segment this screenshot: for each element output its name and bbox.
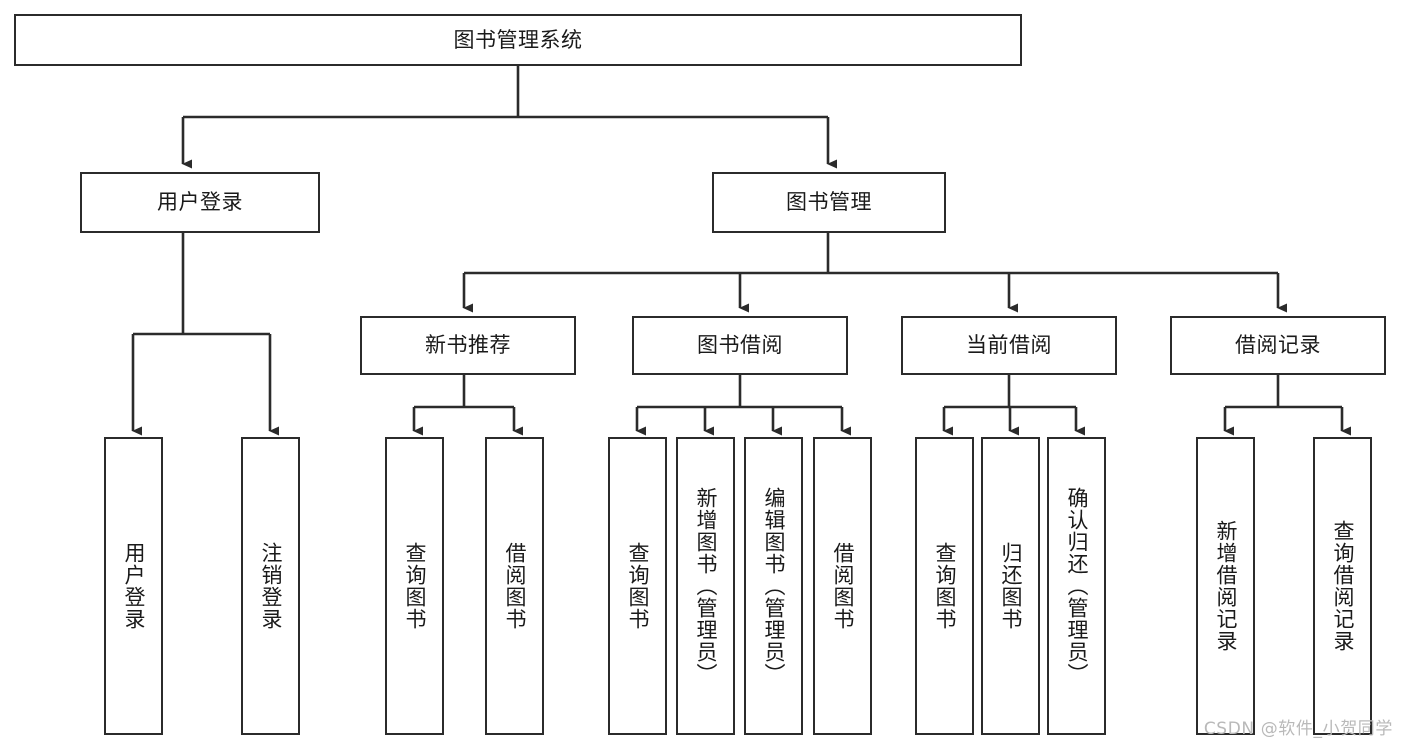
leaf-logout-login[interactable]: 注销登录 [241, 437, 300, 735]
leaf-query-book-2-label: 查询图书 [625, 542, 650, 630]
leaf-query-book-2[interactable]: 查询图书 [608, 437, 667, 735]
csdn-watermark: CSDN @软件_小贺同学 [1203, 719, 1393, 739]
leaf-user-login-label: 用户登录 [121, 542, 146, 630]
leaf-borrow-book-2-label: 借阅图书 [830, 542, 855, 630]
leaf-add-borrow-record-label: 新增借阅记录 [1213, 520, 1238, 652]
leaf-return-book-label: 归还图书 [998, 542, 1023, 630]
node-borrow-record-label: 借阅记录 [1235, 333, 1321, 358]
leaf-logout-login-label: 注销登录 [258, 542, 283, 630]
node-user-login-label: 用户登录 [157, 190, 243, 215]
leaf-query-borrow-record[interactable]: 查询借阅记录 [1313, 437, 1372, 735]
leaf-edit-book-admin-label: 编辑图书（管理员） [761, 487, 786, 685]
leaf-return-book[interactable]: 归还图书 [981, 437, 1040, 735]
node-new-book-recommend-label: 新书推荐 [425, 333, 511, 358]
node-book-borrow[interactable]: 图书借阅 [632, 316, 848, 375]
leaf-borrow-book-2[interactable]: 借阅图书 [813, 437, 872, 735]
leaf-edit-book-admin[interactable]: 编辑图书（管理员） [744, 437, 803, 735]
leaf-confirm-return-admin-label: 确认归还（管理员） [1064, 487, 1089, 685]
node-new-book-recommend[interactable]: 新书推荐 [360, 316, 576, 375]
leaf-add-book-admin-label: 新增图书（管理员） [693, 487, 718, 685]
node-book-manage[interactable]: 图书管理 [712, 172, 946, 233]
node-current-borrow-label: 当前借阅 [966, 333, 1052, 358]
leaf-query-borrow-record-label: 查询借阅记录 [1330, 520, 1355, 652]
leaf-query-book-1[interactable]: 查询图书 [385, 437, 444, 735]
leaf-add-borrow-record[interactable]: 新增借阅记录 [1196, 437, 1255, 735]
node-root-label: 图书管理系统 [453, 27, 583, 52]
leaf-query-book-3[interactable]: 查询图书 [915, 437, 974, 735]
leaf-add-book-admin[interactable]: 新增图书（管理员） [676, 437, 735, 735]
node-user-login[interactable]: 用户登录 [80, 172, 320, 233]
node-book-borrow-label: 图书借阅 [697, 333, 783, 358]
leaf-borrow-book-1[interactable]: 借阅图书 [485, 437, 544, 735]
leaf-query-book-1-label: 查询图书 [402, 542, 427, 630]
node-root[interactable]: 图书管理系统 [14, 14, 1022, 66]
leaf-query-book-3-label: 查询图书 [932, 542, 957, 630]
leaf-user-login[interactable]: 用户登录 [104, 437, 163, 735]
leaf-confirm-return-admin[interactable]: 确认归还（管理员） [1047, 437, 1106, 735]
leaf-borrow-book-1-label: 借阅图书 [502, 542, 527, 630]
node-borrow-record[interactable]: 借阅记录 [1170, 316, 1386, 375]
node-book-manage-label: 图书管理 [786, 190, 872, 215]
node-current-borrow[interactable]: 当前借阅 [901, 316, 1117, 375]
